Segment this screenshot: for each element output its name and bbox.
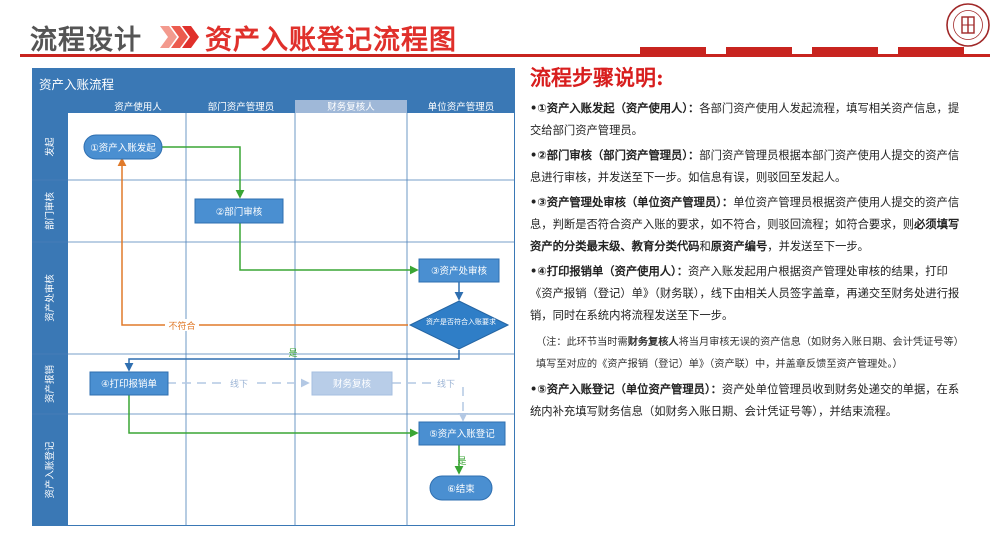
lane-header-user: 资产使用人 [114, 101, 162, 113]
node-asset-review-label: ③资产处审核 [431, 265, 488, 277]
header-decor-block [812, 47, 878, 55]
flow-arrow-offline-2 [392, 382, 468, 422]
step-3-and: 和 [699, 240, 711, 253]
flow-arrow-4-to-5 [128, 395, 419, 438]
step-5-body: 资产处单位管理员收到财务处递交的单据，在系统内补充填写财务信息（如财务入账日期、… [530, 383, 960, 418]
step-2-head: •②部门审核（部门资产管理员）： [530, 149, 700, 162]
header-decor-block [726, 47, 792, 55]
step-4-note: （注：此环节当时需财务复核人将当月审核无误的资产信息（如财务入账日期、会计凭证号… [536, 331, 970, 376]
step-5-head: •⑤资产入账登记（单位资产管理员）： [530, 383, 722, 396]
node-finance-check-label: 财务复核 [333, 378, 372, 390]
steps-panel: 流程步骤说明: •①资产入账发起（资产使用人）：各部门资产使用人发起流程，填写相… [530, 62, 970, 426]
node-register-label: ⑤资产入账登记 [429, 428, 495, 440]
step-3: •③资产管理处审核（单位资产管理员）：单位资产管理员根据资产使用人提交的资产信息… [530, 192, 970, 258]
node-finance-check [311, 371, 393, 396]
node-print-form-label: ④打印报销单 [101, 378, 158, 390]
label-offline-2: 线下 [437, 378, 455, 390]
swimlane-diagram: 资产入账流程 资产使用人 部门资产管理员 财务复核人 单位资产管理员 发起 部门… [32, 68, 515, 526]
step-1-head: •①资产入账发起（资产使用人）： [530, 102, 700, 115]
lane-header-unit-admin: 单位资产管理员 [428, 101, 495, 113]
node-dept-review-label: ②部门审核 [216, 206, 263, 218]
lane-header-finance: 财务复核人 [327, 101, 375, 113]
page-title: 资产入账登记流程图 [205, 25, 457, 56]
flow-arrow-1-to-2 [162, 146, 245, 199]
node-end [429, 475, 493, 501]
lane-row-initiate: 发起 [44, 137, 56, 157]
chevron-arrows-icon [160, 26, 199, 48]
step-3-tail: ，并发送至下一步。 [767, 240, 869, 253]
step-3-bold-2: 原资产编号 [710, 240, 768, 253]
note-post: 将当月审核无误的资产信息（如财务入账日期、会计凭证号等）填写至对应的《资产报销（… [536, 337, 964, 370]
node-register [418, 421, 506, 446]
step-4-head: •④打印报销单（资产使用人）： [530, 265, 688, 278]
label-reject: 不符合 [168, 320, 195, 332]
lane-row-register: 资产入账登记 [44, 441, 56, 499]
label-yes-end: 是 [457, 456, 466, 467]
step-3-head: •③资产管理处审核（单位资产管理员）： [530, 196, 734, 209]
lane-header-dept-admin: 部门资产管理员 [208, 101, 275, 113]
label-yes-approve: 是 [288, 348, 297, 359]
step-4-body: 资产入账发起用户根据资产管理处审核的结果，打印《资产报销（登记）单》（财务联），… [530, 265, 960, 322]
lane-row-reimburse: 资产报销 [44, 365, 56, 404]
node-print-form [89, 371, 169, 396]
flow-arrow-2-to-3 [239, 223, 419, 275]
note-bold: 财务复核人 [627, 336, 679, 348]
header-decor-block [640, 47, 706, 55]
node-initiate-label: ①资产入账发起 [90, 142, 156, 154]
step-3-bold: 必须填写资产的分类最末级、教育分类代码 [530, 218, 960, 253]
header-decor-block [898, 47, 964, 55]
step-3-body: 单位资产管理员根据资产使用人提交的资产信息，判断是否符合资产入账的要求，如不符合… [530, 196, 960, 231]
step-1: •①资产入账发起（资产使用人）：各部门资产使用人发起流程，填写相关资产信息，提交… [530, 98, 970, 142]
university-seal-logo [946, 3, 990, 47]
lane-row-dept-review: 部门审核 [44, 192, 56, 231]
step-1-body: 各部门资产使用人发起流程，填写相关资产信息，提交给部门资产管理员。 [530, 102, 960, 137]
steps-title: 流程步骤说明: [530, 65, 664, 90]
section-title: 流程设计 [30, 25, 142, 56]
node-decision [408, 300, 510, 350]
note-pre: （注：此环节当时需 [536, 337, 628, 348]
step-2-body: 部门资产管理员根据本部门资产使用人提交的资产信息进行审核，并发送至下一步。如信息… [530, 149, 960, 184]
flow-arrow-reject [117, 157, 408, 326]
diagram-title-bar [32, 68, 515, 100]
step-2: •②部门审核（部门资产管理员）：部门资产管理员根据本部门资产使用人提交的资产信息… [530, 145, 970, 189]
lane-row-asset-review: 资产处审核 [44, 274, 56, 322]
node-end-label: ⑥结束 [447, 483, 475, 495]
node-dept-review [194, 198, 284, 224]
node-initiate [83, 134, 163, 160]
node-decision-label: 资产是否符合入账要求 [426, 317, 496, 326]
step-4: •④打印报销单（资产使用人）：资产入账发起用户根据资产管理处审核的结果，打印《资… [530, 261, 970, 327]
node-asset-review [418, 258, 500, 283]
flow-arrow-approve [124, 350, 460, 372]
step-5: •⑤资产入账登记（单位资产管理员）：资产处单位管理员收到财务处递交的单据，在系统… [530, 379, 970, 423]
label-offline-1: 线下 [230, 378, 248, 390]
diagram-title: 资产入账流程 [39, 77, 115, 92]
header-divider [20, 54, 990, 57]
